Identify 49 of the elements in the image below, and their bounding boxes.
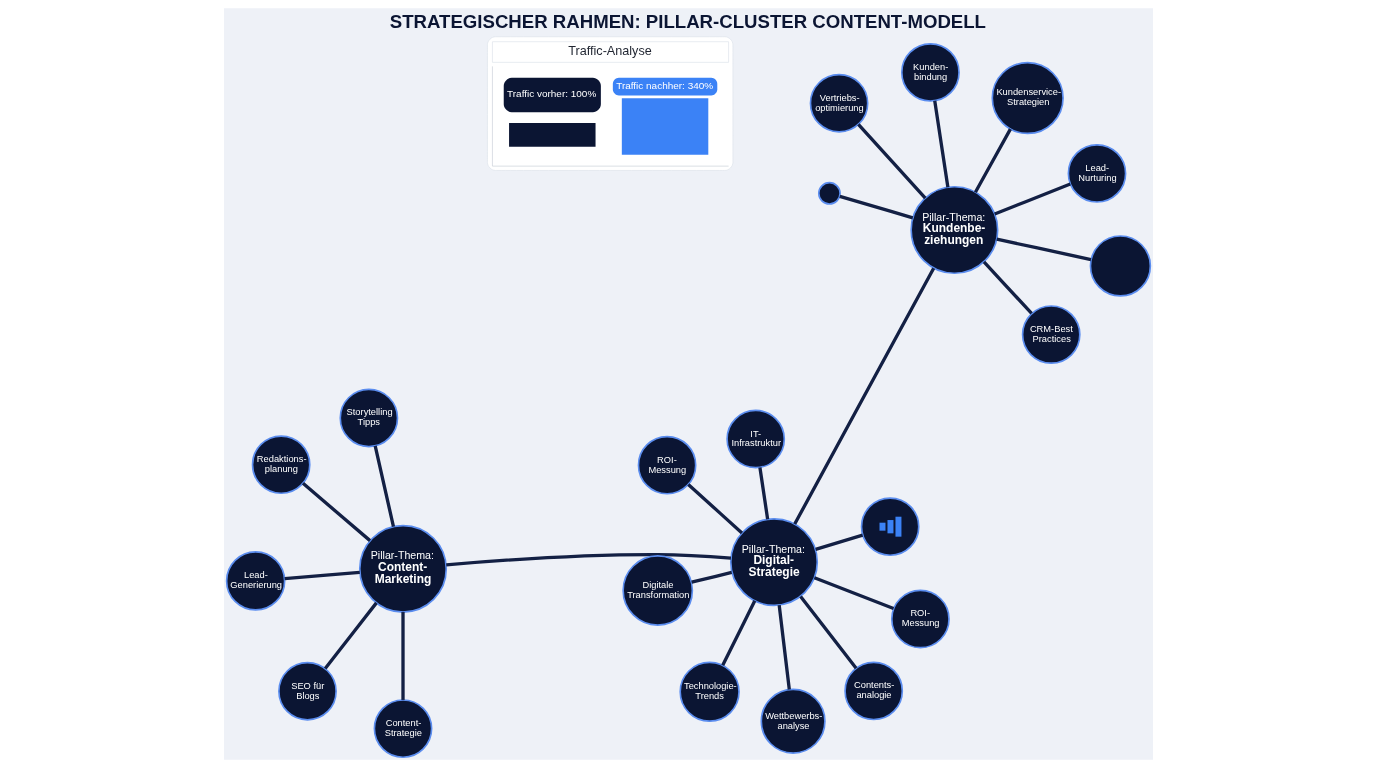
node-circle bbox=[1089, 235, 1151, 297]
node-circle: Wettbewerbs-analyse bbox=[759, 688, 826, 754]
node-circle: Kundenservice-Strategien bbox=[990, 61, 1064, 135]
connector bbox=[973, 128, 1012, 193]
node-circle: Pillar-Thema: Digital-Strategie bbox=[729, 518, 818, 607]
node-circle: Technologie-Trends bbox=[678, 661, 740, 722]
node-circle: ROI-Messung bbox=[637, 435, 697, 495]
connector bbox=[995, 237, 1091, 262]
node-circle: Vertriebs-optimierung bbox=[809, 73, 869, 133]
node-circle: Digitale Transformation bbox=[621, 555, 693, 626]
connector bbox=[993, 182, 1071, 216]
node-circle: Pillar-Thema: Kundenbe-ziehungen bbox=[909, 185, 998, 275]
node-circle: Contents-analogie bbox=[843, 661, 903, 721]
connector bbox=[373, 445, 395, 527]
connector bbox=[720, 600, 756, 667]
connector bbox=[932, 100, 950, 188]
connector bbox=[757, 467, 769, 520]
label: Traffic nachher: 340% bbox=[615, 79, 713, 91]
connector bbox=[856, 123, 927, 200]
node-circle: SEO für Blogs bbox=[277, 661, 337, 721]
connector bbox=[814, 533, 863, 551]
node-circle: Pillar-Thema: Content-Marketing bbox=[358, 524, 447, 613]
node-circle: Lead-Generierung bbox=[225, 551, 285, 611]
connector bbox=[982, 260, 1033, 315]
node-circle: Kunden-bindung bbox=[900, 42, 960, 102]
node-circle: Storytelling Tipps bbox=[338, 388, 398, 448]
connector bbox=[838, 194, 913, 220]
connector bbox=[686, 483, 743, 535]
node-circle bbox=[817, 181, 841, 205]
node-circle: Content-Strategie bbox=[373, 699, 432, 759]
connector bbox=[813, 576, 894, 611]
node-circle: Lead-Nurturing bbox=[1067, 144, 1126, 203]
connector bbox=[777, 604, 791, 690]
node-circle: IT-Infrastruktur bbox=[725, 409, 785, 469]
connector bbox=[301, 482, 371, 542]
connector bbox=[798, 595, 857, 670]
node-circle: CRM-Best Practices bbox=[1021, 305, 1081, 364]
diagram-title: STRATEGISCHER RAHMEN: PILLAR-CLUSTER CONTENT-MODELL bbox=[389, 10, 986, 32]
node-circle: ROI-Messung bbox=[890, 589, 950, 649]
node-circle: Redaktions-planung bbox=[251, 435, 311, 495]
connector bbox=[690, 570, 732, 584]
node-circle bbox=[860, 497, 920, 557]
connector bbox=[284, 570, 360, 581]
label: Traffic vorher: 100% bbox=[506, 88, 596, 100]
connector bbox=[445, 552, 731, 567]
connector bbox=[400, 612, 405, 700]
connector bbox=[323, 601, 378, 670]
label: Traffic-Analyse bbox=[567, 44, 652, 59]
connector bbox=[792, 267, 935, 525]
